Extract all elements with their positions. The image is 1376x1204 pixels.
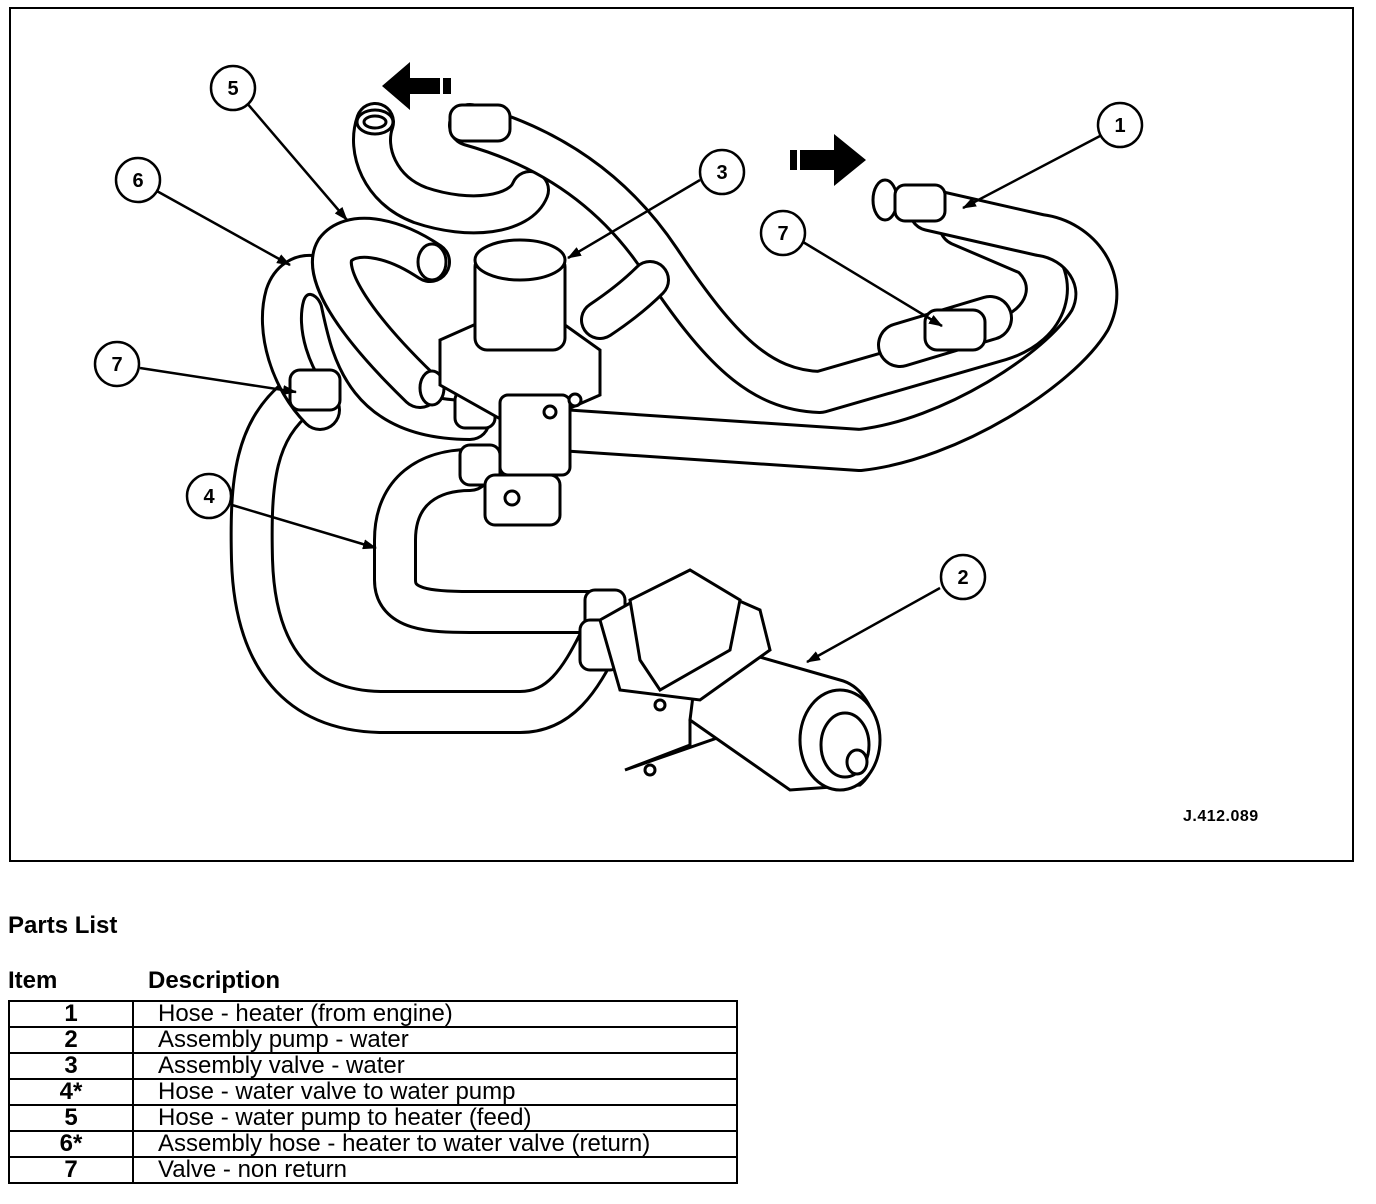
water-pump: [598, 568, 882, 792]
item-description: Assembly pump - water: [132, 1026, 738, 1054]
item-number: 4*: [8, 1078, 134, 1106]
callout-1: 1: [1096, 101, 1144, 149]
svg-text:1: 1: [1114, 115, 1125, 137]
hose-clamps: [288, 103, 987, 672]
callout-5: 5: [209, 64, 257, 112]
column-header-item: Item: [8, 967, 58, 994]
item-description: Assembly hose - heater to water valve (r…: [132, 1130, 738, 1158]
callout-3: 3: [698, 148, 746, 196]
item-description: Assembly valve - water: [132, 1052, 738, 1080]
callout-7-left: 7: [93, 340, 141, 388]
svg-text:7: 7: [777, 223, 788, 245]
table-row: 1 Hose - heater (from engine): [8, 1000, 738, 1028]
svg-text:5: 5: [227, 78, 238, 100]
item-number: 5: [8, 1104, 134, 1132]
flow-arrow-in-icon: [790, 134, 866, 186]
item-number: 1: [8, 1000, 134, 1028]
table-row: 4* Hose - water valve to water pump: [8, 1078, 738, 1106]
svg-text:3: 3: [716, 162, 727, 184]
callout-7-right: 7: [759, 209, 807, 257]
figure-reference: J.412.089: [1183, 808, 1259, 825]
column-header-description: Description: [148, 967, 281, 994]
heater-hose-diagram: 1 2 3 4 5 6 7 7: [93, 62, 1144, 792]
table-row: 6* Assembly hose - heater to water valve…: [8, 1130, 738, 1158]
table-row: 7 Valve - non return: [8, 1156, 738, 1184]
callout-4: 4: [185, 472, 233, 520]
table-row: 5 Hose - water pump to heater (feed): [8, 1104, 738, 1132]
item-number: 7: [8, 1156, 134, 1184]
callouts: 1 2 3 4 5 6 7 7: [93, 64, 1144, 601]
table-row: 2 Assembly pump - water: [8, 1026, 738, 1054]
table-row: 3 Assembly valve - water: [8, 1052, 738, 1080]
flow-arrow-out-icon: [382, 62, 451, 110]
parts-list-title: Parts List: [8, 912, 118, 939]
item-number: 2: [8, 1026, 134, 1054]
svg-text:2: 2: [957, 567, 968, 589]
svg-text:4: 4: [203, 486, 215, 508]
leader-lines: [139, 101, 1101, 664]
svg-text:6: 6: [132, 170, 143, 192]
hoses: [229, 102, 1119, 734]
item-number: 6*: [8, 1130, 134, 1158]
item-description: Hose - water pump to heater (feed): [132, 1104, 738, 1132]
callout-2: 2: [939, 553, 987, 601]
svg-text:7: 7: [111, 354, 122, 376]
item-description: Valve - non return: [132, 1156, 738, 1184]
item-number: 3: [8, 1052, 134, 1080]
item-description: Hose - water valve to water pump: [132, 1078, 738, 1106]
water-valve: [438, 238, 602, 527]
parts-table: 1 Hose - heater (from engine) 2 Assembly…: [8, 1000, 738, 1184]
callout-6: 6: [114, 156, 162, 204]
item-description: Hose - heater (from engine): [132, 1000, 738, 1028]
